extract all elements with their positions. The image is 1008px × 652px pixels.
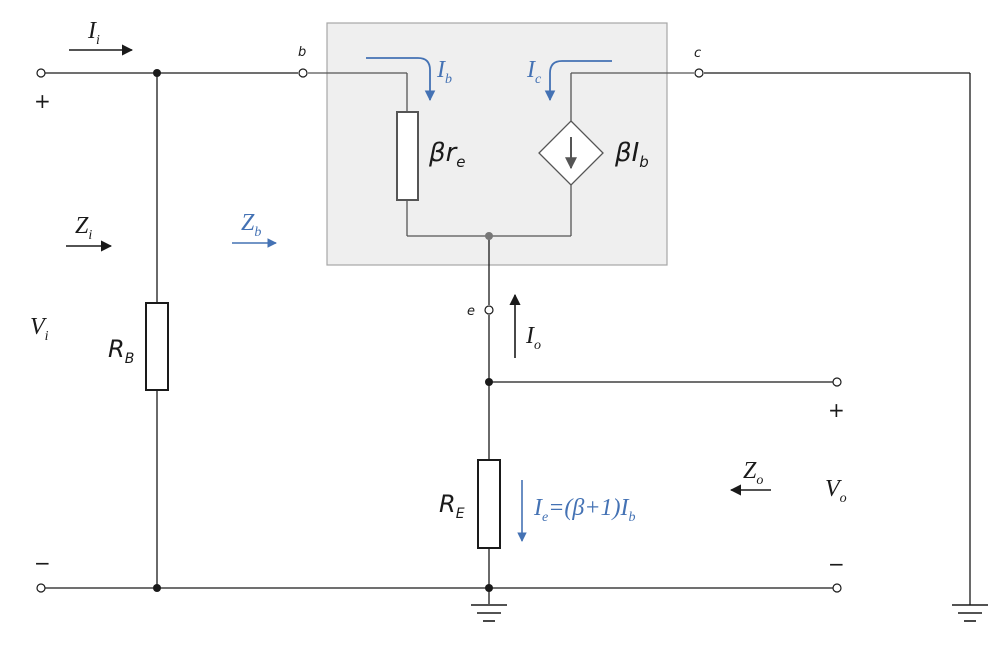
input-impedance-label: Zi <box>75 213 92 243</box>
output-current-label: Io <box>525 323 541 353</box>
transistor-model-box <box>326 22 668 266</box>
input-minus-sign: − <box>34 551 51 575</box>
emitter-node-label: e <box>467 304 475 319</box>
ground-icon <box>471 604 507 622</box>
output-terminal-bottom <box>832 583 842 593</box>
base-current-arrow <box>366 57 436 102</box>
output-voltage-label: Vo <box>825 476 847 506</box>
output-minus-sign: − <box>828 552 845 576</box>
collector-current-arrow <box>544 60 612 102</box>
output-terminal-top <box>832 377 842 387</box>
beta-re-resistor <box>396 111 419 201</box>
output-plus-sign: + <box>828 398 845 422</box>
ground-icon <box>952 604 988 622</box>
input-current-label: Ii <box>87 18 100 48</box>
base-node-label: b <box>298 45 306 60</box>
collector-node-label: c <box>694 46 701 61</box>
input-terminal-bottom <box>36 583 46 593</box>
re-label: RE <box>439 490 465 522</box>
input-plus-sign: + <box>34 89 51 113</box>
base-terminal <box>298 68 308 78</box>
output-impedance-label: Zo <box>743 458 763 488</box>
emitter-terminal <box>484 305 494 315</box>
dependent-current-source <box>538 120 604 186</box>
external-wiring <box>45 72 971 605</box>
input-terminal-top <box>36 68 46 78</box>
collector-current-label: Ic <box>526 57 542 87</box>
base-impedance-label: Zb <box>241 210 261 240</box>
emitter-current-label: Ie=(β+1)Ib <box>533 495 636 525</box>
rb-resistor <box>145 302 169 391</box>
inner-junction-dot <box>485 232 493 240</box>
junction-dots <box>153 69 493 592</box>
terminals <box>36 68 842 593</box>
input-voltage-label: Vi <box>30 314 49 344</box>
rb-label: RB <box>108 335 134 367</box>
collector-terminal <box>694 68 704 78</box>
base-current-label: Ib <box>436 57 452 87</box>
beta-ib-label: βIb <box>614 138 649 171</box>
beta-re-label: βre <box>428 138 466 171</box>
re-resistor <box>477 459 501 549</box>
